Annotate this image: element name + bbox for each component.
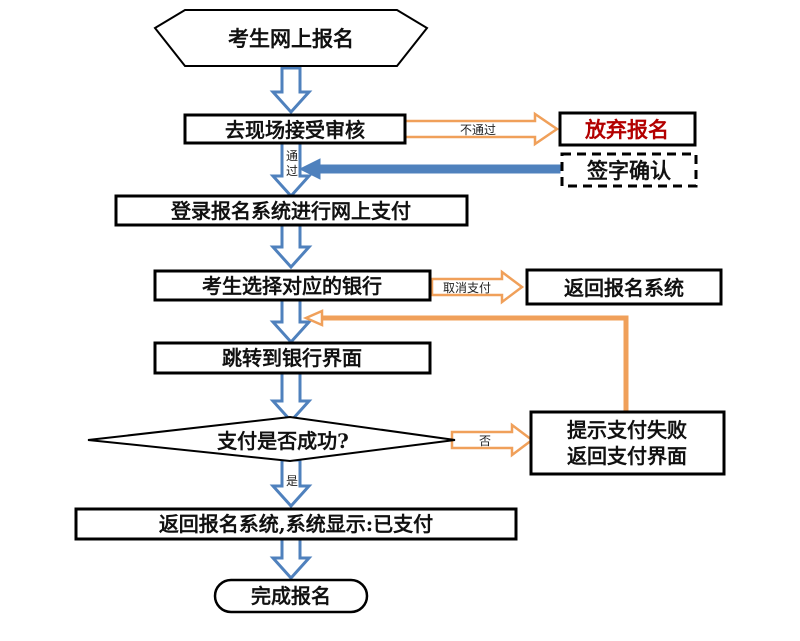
not-pass-arrow [403,111,560,147]
flow-arrow-paid-to-finish [269,535,313,581]
cancel-pay-arrow [430,269,525,305]
finish-label: 完成报名 [251,584,331,608]
not-pass-edge-label: 不通过 [460,123,496,137]
back-system-label: 返回报名系统 [564,276,684,300]
flow-arrow-decision-to-paid [269,458,313,509]
finish-node: 完成报名 [213,578,369,614]
no-arrow [450,422,535,458]
start-node: 考生网上报名 [153,9,429,67]
show-paid-node: 返回报名系统,系统显示:已支付 [74,507,518,541]
show-paid-label: 返回报名系统,系统显示:已支付 [159,512,433,536]
pay-fail-node: 提示支付失败 返回支付界面 [529,410,726,476]
choose-bank-node: 考生选择对应的银行 [153,269,432,302]
pay-fail-label-line1: 提示支付失败 [567,418,687,442]
jump-bank-label: 跳转到银行界面 [222,346,362,370]
pay-success-decision: 支付是否成功? [87,415,456,463]
give-up-node: 放弃报名 [558,111,697,147]
yes-edge-label: 是 [286,474,298,488]
login-pay-node: 登录报名系统进行网上支付 [114,194,469,227]
flow-arrow-bank-to-jump [269,297,313,345]
flow-arrow-login-to-bank [269,222,313,270]
sign-confirm-to-flow-arrow [298,158,561,180]
flow-arrow-review-to-login [269,139,313,199]
start-node-label: 考生网上报名 [228,26,354,51]
onsite-review-label: 去现场接受审核 [225,118,365,142]
no-edge-label: 否 [479,434,491,448]
choose-bank-label: 考生选择对应的银行 [202,274,382,298]
pass-edge-label-line1: 通 [286,149,298,163]
pass-edge-label-line2: 过 [286,164,298,178]
give-up-label: 放弃报名 [584,117,669,142]
flow-arrow-jump-to-decision [269,370,313,424]
pay-fail-label-line2: 返回支付界面 [567,444,687,468]
back-system-node: 返回报名系统 [525,268,723,306]
onsite-review-node: 去现场接受审核 [183,113,407,145]
login-pay-label: 登录报名系统进行网上支付 [170,199,411,223]
sign-confirm-label: 签字确认 [586,158,671,183]
retry-loop-arrow [302,309,629,412]
sign-confirm-node: 签字确认 [560,152,698,188]
flow-arrow-start-to-review [269,66,313,115]
jump-bank-node: 跳转到银行界面 [153,341,432,375]
pay-success-label: 支付是否成功? [217,429,349,453]
cancel-pay-edge-label: 取消支付 [443,281,491,295]
